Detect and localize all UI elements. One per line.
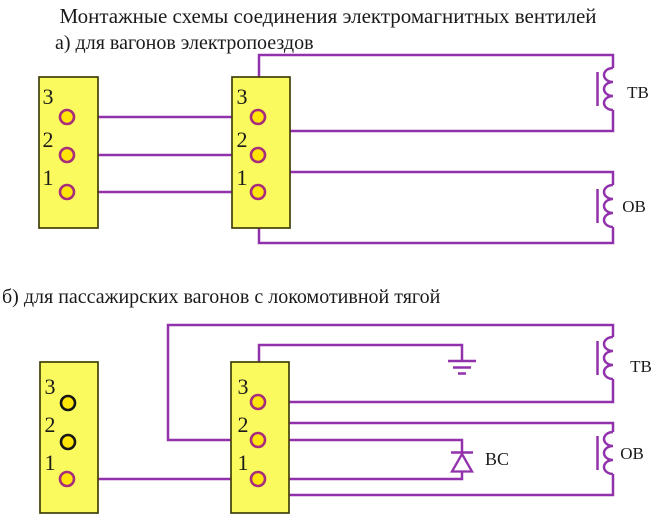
wire-b-tv-bottom-to-r3 xyxy=(265,379,615,404)
terminal-label: 3 xyxy=(237,84,248,109)
wire-a-tv-bottom-to-r2 xyxy=(263,110,615,151)
wire-a-r2-to-ov-top xyxy=(263,158,615,185)
wire-b-r2-to-diode xyxy=(265,438,464,452)
terminal-contact-unconnected xyxy=(59,433,77,451)
terminal-label: 1 xyxy=(43,165,54,190)
coil-b-tv-label: ТВ xyxy=(630,357,652,376)
diagram-b-right-block: 3 2 1 xyxy=(230,361,290,514)
terminal-contact xyxy=(58,470,76,488)
terminal-contact xyxy=(249,431,267,449)
wire-b-l1-r1-to-diode xyxy=(74,472,464,481)
wire-a-r3-to-tv-top xyxy=(257,53,615,110)
coil-a-ov-label: ОВ xyxy=(622,197,646,216)
terminal-label: 1 xyxy=(45,450,56,475)
coil-b-ov-icon xyxy=(602,430,614,476)
ground-icon xyxy=(448,359,476,375)
section-a-caption: а) для вагонов электропоездов xyxy=(55,32,314,54)
terminal-contact xyxy=(58,183,76,201)
terminal-label: 2 xyxy=(45,412,56,437)
terminal-contact xyxy=(58,108,76,126)
terminal-label: 1 xyxy=(238,450,249,475)
diagram-b-left-block: 3 2 1 xyxy=(39,361,99,514)
terminal-label: 2 xyxy=(43,127,54,152)
coil-b-ov-label: ОВ xyxy=(620,444,644,463)
terminal-contact xyxy=(249,183,267,201)
terminal-contact-unconnected xyxy=(59,394,77,412)
wire-b-r3-to-ov-top xyxy=(257,409,615,432)
diagram-a-left-block: 3 2 1 xyxy=(38,76,99,229)
terminal-contact xyxy=(58,146,76,164)
coil-b-tv-icon xyxy=(602,335,614,381)
terminal-label: 3 xyxy=(238,374,249,399)
terminal-contact xyxy=(249,146,267,164)
diagram-b-wires xyxy=(74,323,615,497)
page-title: Монтажные схемы соединения электромагнит… xyxy=(59,4,596,28)
terminal-label: 3 xyxy=(43,84,54,109)
wire-a-ov-bottom-to-r1 xyxy=(257,199,615,245)
wire-b-ov-bottom-to-r1 xyxy=(263,474,615,497)
section-b-caption: б) для пассажирских вагонов с локомотивн… xyxy=(2,286,441,308)
diode-bc-label: ВС xyxy=(485,449,509,469)
terminal-contact xyxy=(249,470,267,488)
diode-icon xyxy=(450,451,474,473)
terminal-contact xyxy=(249,108,267,126)
coil-a-ov-icon xyxy=(602,183,614,229)
coil-a-tv-label: ТВ xyxy=(627,83,649,102)
terminal-label: 3 xyxy=(45,374,56,399)
diagram-a-wires xyxy=(74,53,615,245)
wire-b-r2-to-tv-top xyxy=(166,323,615,442)
terminal-label: 1 xyxy=(237,165,248,190)
terminal-label: 2 xyxy=(237,127,248,152)
coil-a-tv-icon xyxy=(602,66,614,112)
terminal-contact xyxy=(249,393,267,411)
diagram-a-right-block: 3 2 1 xyxy=(231,76,291,229)
terminal-label: 2 xyxy=(238,412,249,437)
